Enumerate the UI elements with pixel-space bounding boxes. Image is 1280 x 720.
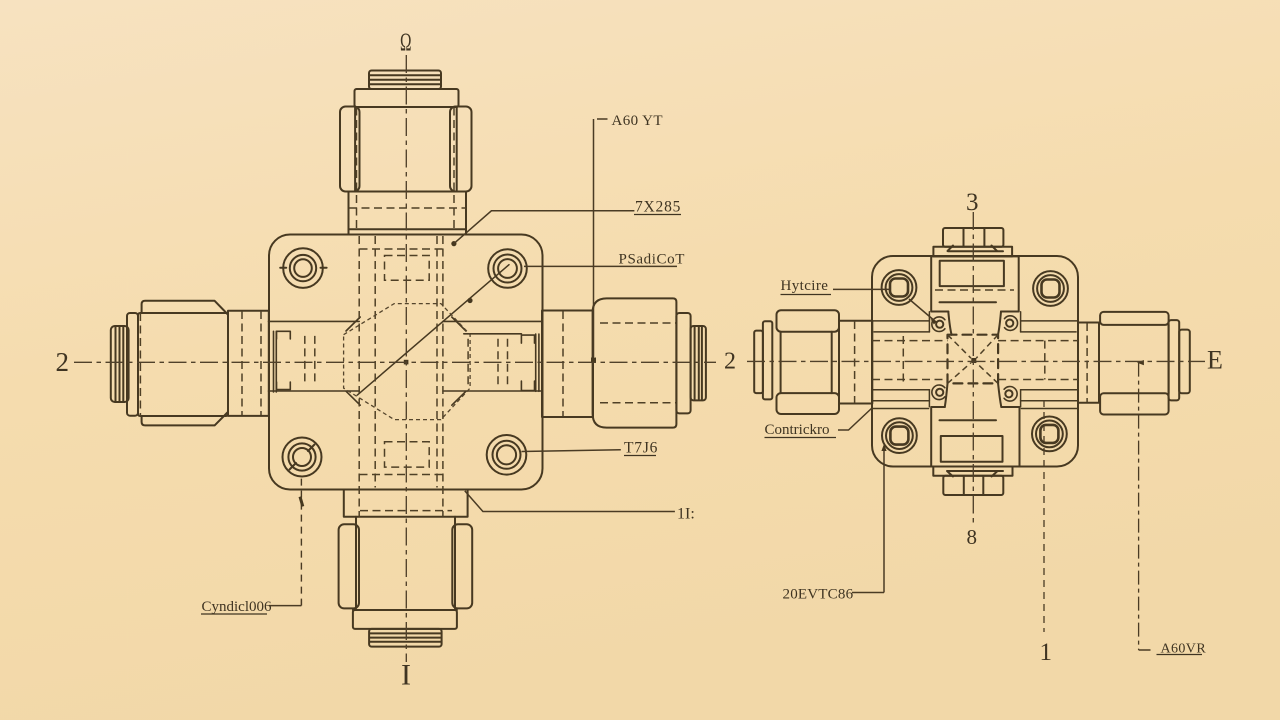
svg-text:Cyndicl006: Cyndicl006	[202, 599, 272, 615]
svg-text:2: 2	[724, 348, 736, 374]
svg-text:3: 3	[966, 189, 979, 216]
svg-text:2: 2	[56, 347, 70, 377]
svg-text:T7J6: T7J6	[624, 440, 658, 457]
svg-text:1: 1	[1040, 639, 1053, 666]
svg-text:PSadiCoT: PSadiCoT	[619, 252, 685, 268]
svg-text:Contrickro: Contrickro	[765, 422, 830, 438]
svg-text:20EVTC86: 20EVTC86	[783, 587, 854, 603]
svg-text:7X285: 7X285	[635, 199, 681, 216]
svg-text:1I:: 1I:	[677, 506, 695, 523]
svg-text:I: I	[401, 659, 411, 692]
svg-text:Hytcire: Hytcire	[781, 278, 829, 294]
svg-text:Ω: Ω	[400, 29, 412, 56]
svg-text:8: 8	[967, 525, 978, 549]
svg-text:E: E	[1207, 346, 1223, 375]
svg-text:A60VR: A60VR	[1161, 642, 1207, 657]
svg-text:A60 YT: A60 YT	[612, 113, 663, 129]
